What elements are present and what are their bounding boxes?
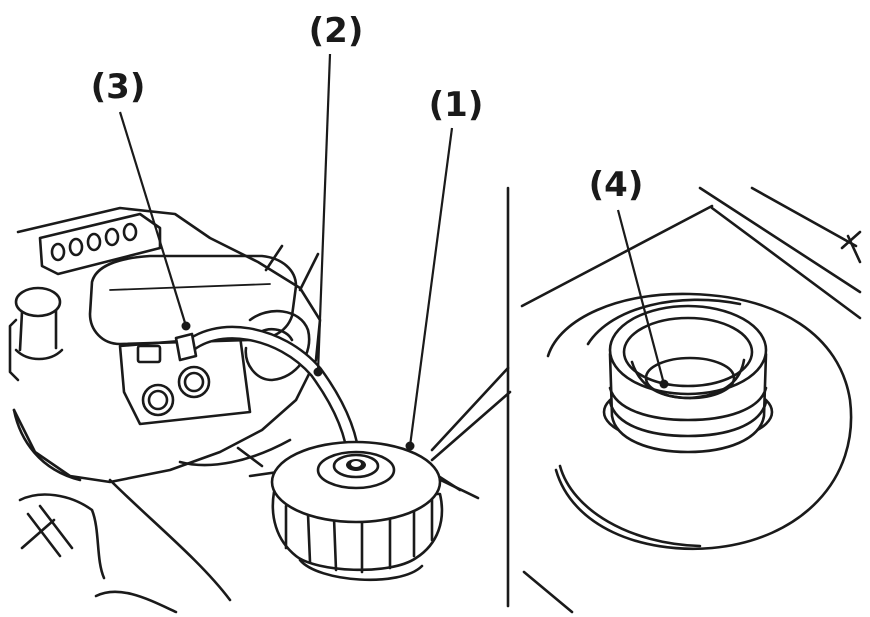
callout-4-label: (4) (589, 165, 644, 205)
tank-mouth-detail (506, 186, 862, 614)
switch-panel-controls (136, 344, 211, 417)
breather-hose (174, 325, 361, 469)
callout-2: (2) (309, 11, 364, 377)
callout-3: (3) (91, 67, 191, 331)
callout-1: (1) (405, 85, 484, 451)
callout-1-label: (1) (429, 85, 484, 125)
fuel-tank-cap (270, 440, 480, 582)
zoom-connector (430, 366, 512, 462)
callout-2-label: (2) (309, 11, 364, 51)
control-lever (8, 286, 64, 382)
callout-4: (4) (589, 165, 669, 389)
callout-3-label: (3) (91, 67, 146, 107)
indicator-lamps (50, 222, 138, 262)
